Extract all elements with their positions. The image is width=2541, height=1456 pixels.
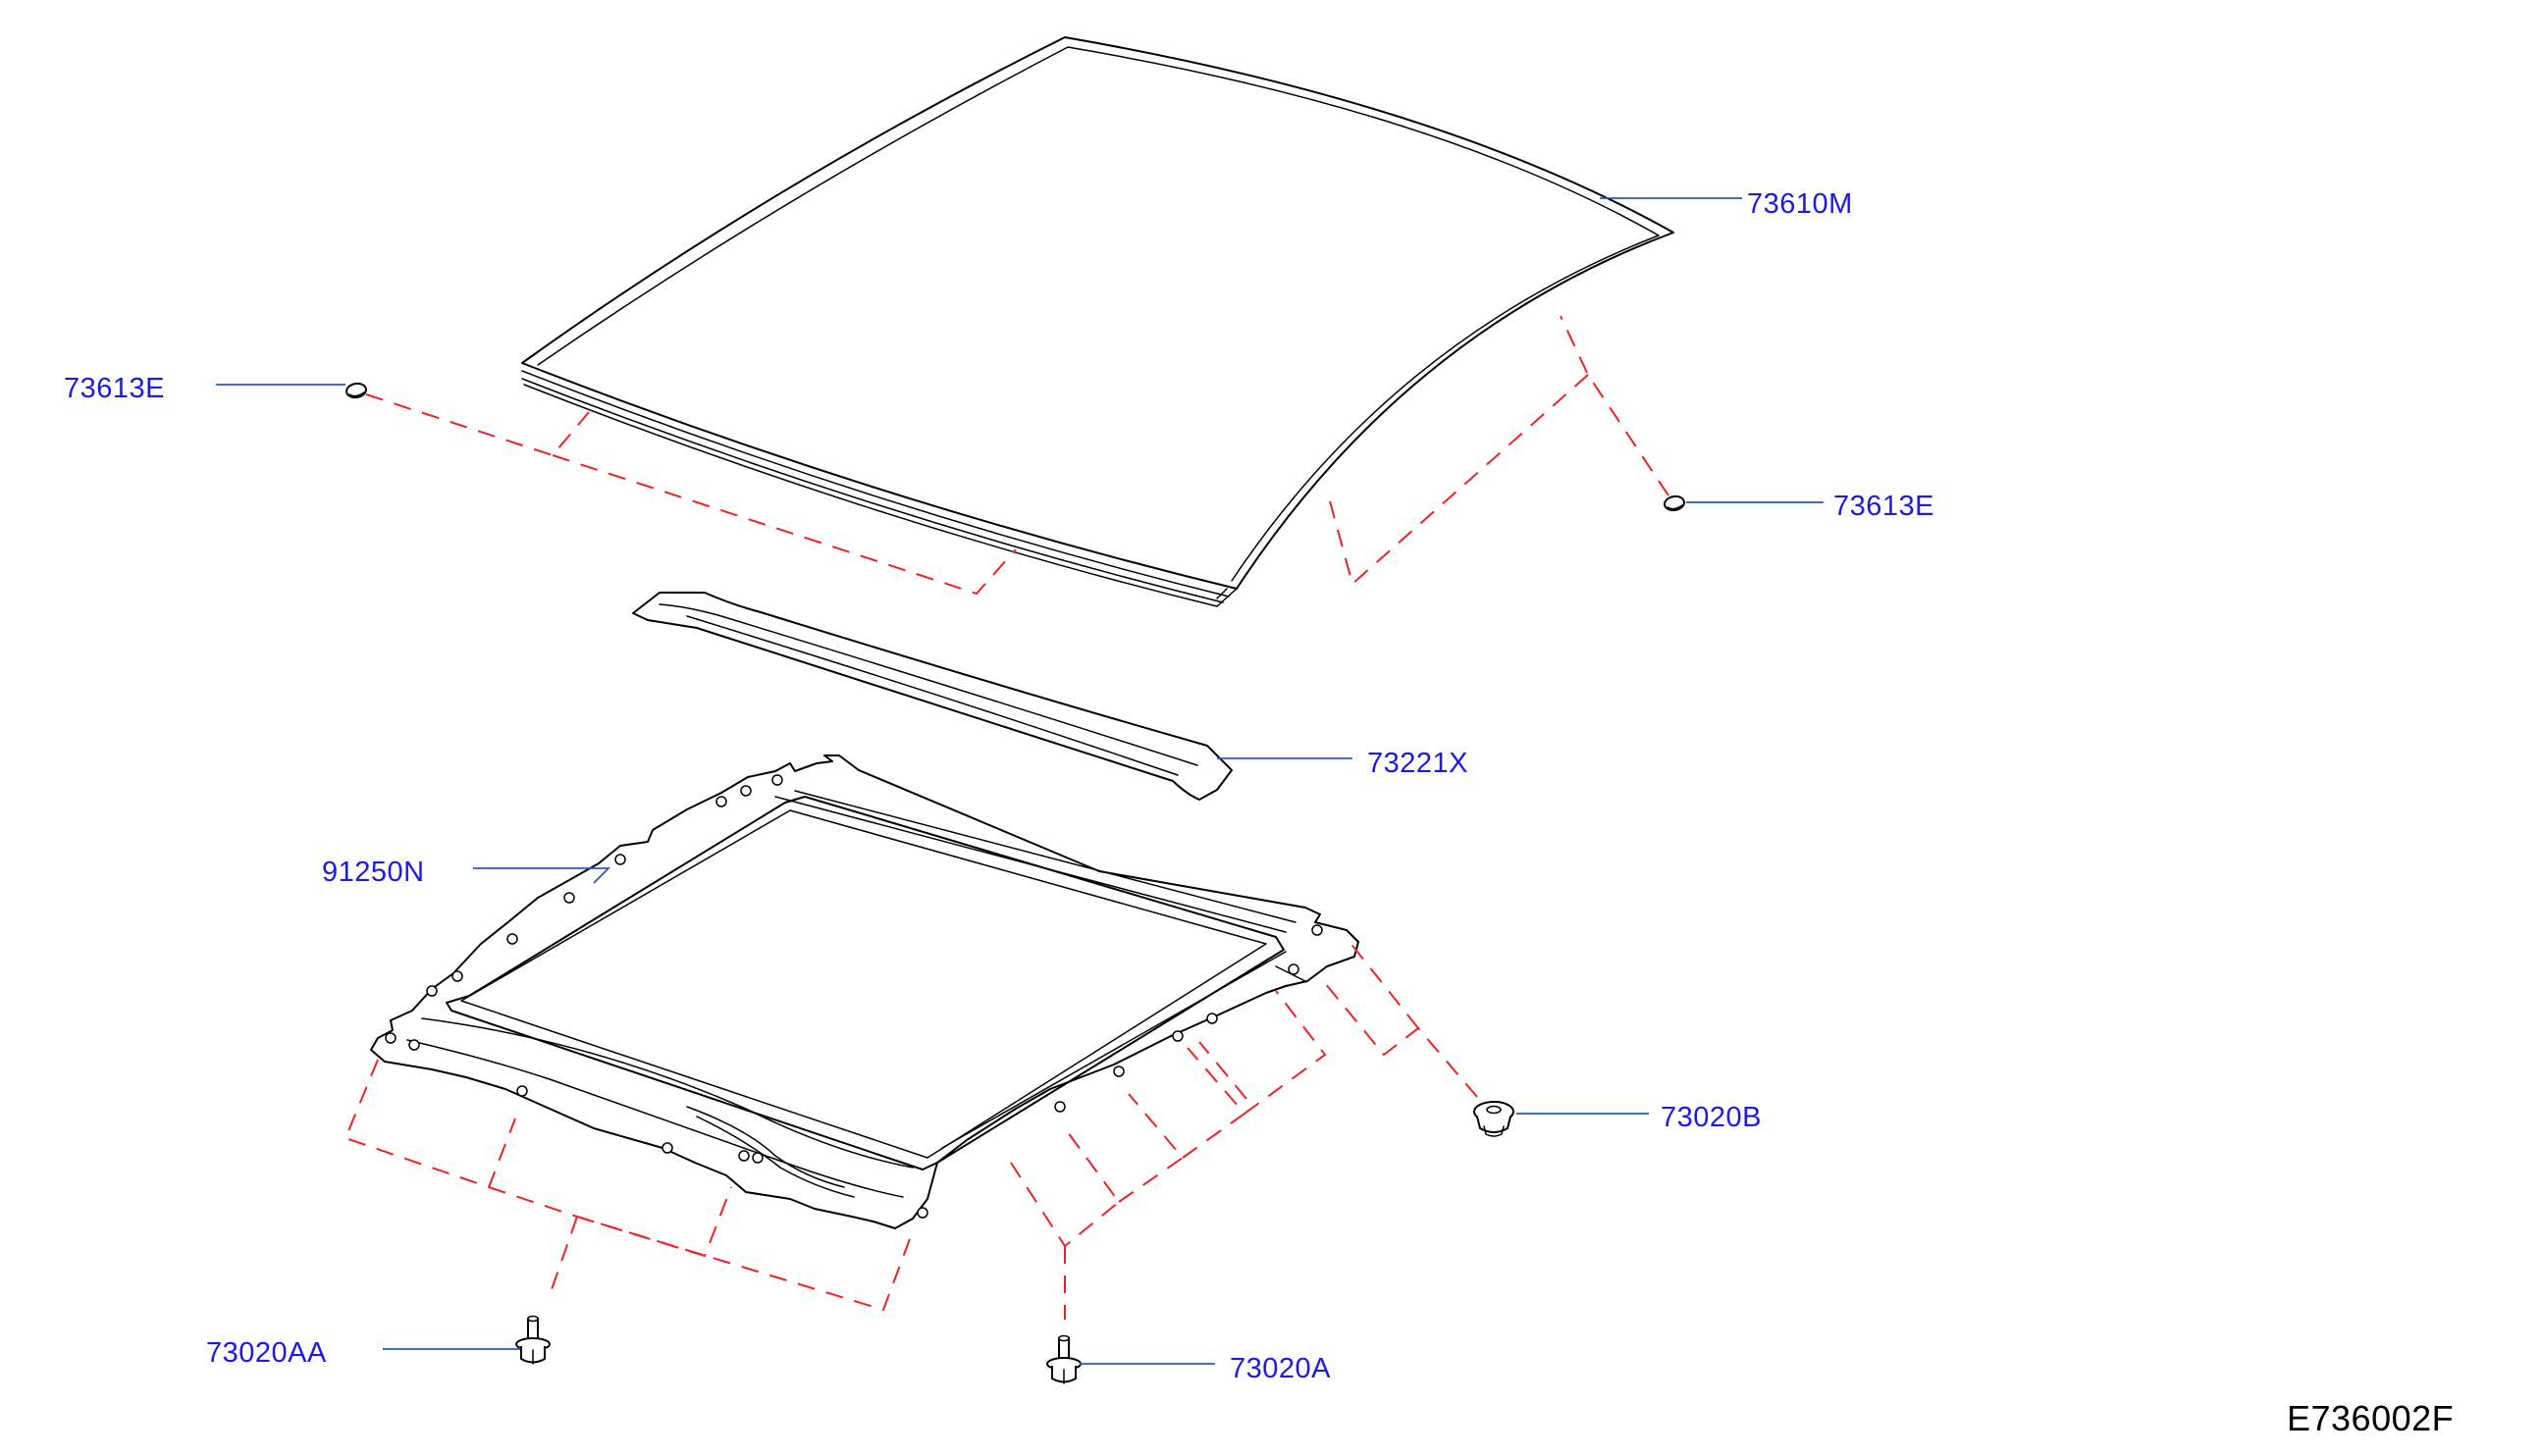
label-bolt-left: 73020AA	[206, 1337, 327, 1369]
clip-right	[1664, 494, 1685, 512]
bolt-left	[515, 1315, 551, 1365]
leader-lines	[216, 197, 1824, 1365]
assembly-dashed-lines	[344, 315, 1669, 1320]
sunroof-frame	[370, 754, 1359, 1229]
roof-bow	[632, 592, 1233, 801]
grommet	[1473, 1101, 1514, 1137]
label-sunroof-frame: 91250N	[322, 857, 425, 888]
label-roof-bow: 73221X	[1367, 748, 1468, 779]
clip-left	[345, 382, 367, 399]
diagram-code: E736002F	[2287, 1398, 2454, 1438]
label-clip-right: 73613E	[1833, 491, 1934, 522]
label-clip-left: 73613E	[64, 373, 165, 404]
label-roof-panel: 73610M	[1747, 188, 1853, 220]
label-bolt-right: 73020A	[1230, 1353, 1331, 1384]
bolt-right	[1046, 1334, 1082, 1384]
roof-panel	[521, 36, 1674, 607]
label-grommet: 73020B	[1661, 1102, 1762, 1133]
